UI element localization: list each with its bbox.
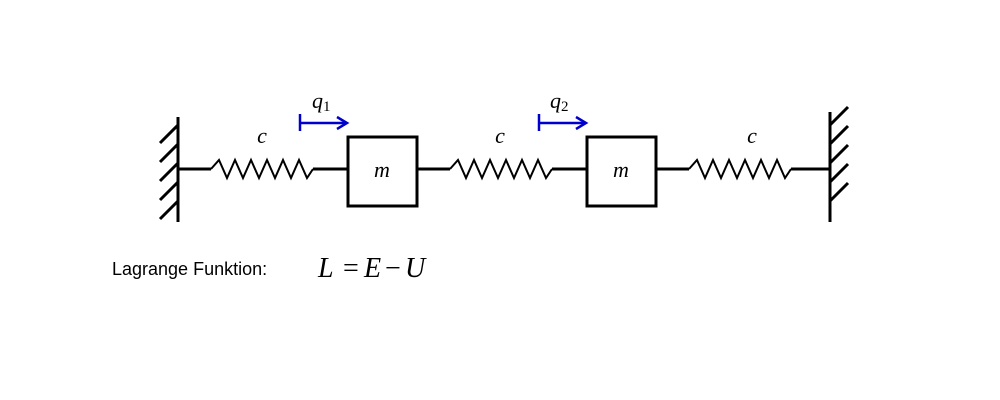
spring-2-label: c [495, 123, 505, 148]
mass-2-label: m [613, 157, 629, 182]
lagrange-label: Lagrange Funktion: [112, 259, 267, 279]
displacement-1-symbol: q [312, 88, 323, 113]
mass-1-label: m [374, 157, 390, 182]
mass-1-box [346, 135, 419, 208]
spring-1 [178, 157, 348, 181]
formula-lhs: L [317, 253, 334, 284]
spring-3 [656, 157, 830, 181]
displacement-arrow-2 [537, 114, 589, 131]
displacement-label-1: q1 [312, 88, 331, 115]
displacement-2-symbol: q [550, 88, 561, 113]
lagrange-formula: L = E − U [317, 253, 427, 284]
displacement-1-index: 1 [323, 99, 331, 115]
displacement-label-2: q2 [550, 88, 569, 115]
displacement-arrow-1 [298, 114, 350, 131]
formula-minus: − [385, 253, 401, 284]
formula-equals: = [343, 253, 359, 284]
right-wall [828, 105, 850, 222]
formula-term-1: E [363, 253, 381, 284]
spring-2 [417, 157, 587, 181]
spring-1-label: c [257, 123, 267, 148]
left-wall [158, 117, 180, 222]
mass-2-box [585, 135, 658, 208]
formula-term-2: U [405, 253, 427, 284]
spring-3-label: c [747, 123, 757, 148]
displacement-2-index: 2 [561, 99, 569, 115]
